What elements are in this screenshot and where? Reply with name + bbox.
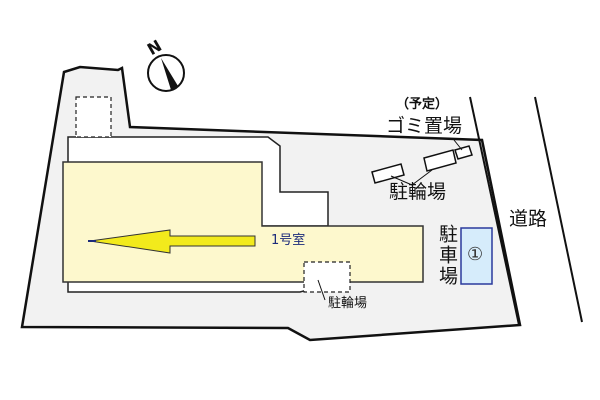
bicycle-parking-right-label: 駐輪場 (389, 181, 447, 203)
road-edge-left (469, 96, 520, 326)
unit-1-building (62, 161, 424, 283)
road-label: 道路 (509, 208, 548, 230)
bicycle-parking-right-group (371, 145, 473, 184)
parking-label: 駐車場 (436, 224, 458, 287)
leader-line-garbage (453, 139, 463, 151)
leader-line-bicycle-right-b (411, 169, 433, 186)
garbage-planned-label: （予定） (396, 97, 449, 112)
unit-1-label: 1号室 (271, 233, 306, 248)
bicycle-parking-bottom-label: 駐輪場 (328, 296, 368, 311)
dashed-area-topleft (75, 96, 112, 138)
parking-space-number: ① (467, 244, 484, 265)
parking-space-1 (460, 227, 493, 285)
road-edge-right (534, 96, 583, 323)
leader-line-bicycle-bottom (317, 279, 326, 301)
leader-line-bicycle-right-a (390, 175, 413, 186)
garbage-area-label: ゴミ置場 (386, 115, 463, 137)
bicycle-parking-bottom (303, 261, 351, 293)
entrance-arrow-icon (89, 229, 256, 254)
north-arrow-icon (147, 54, 185, 92)
